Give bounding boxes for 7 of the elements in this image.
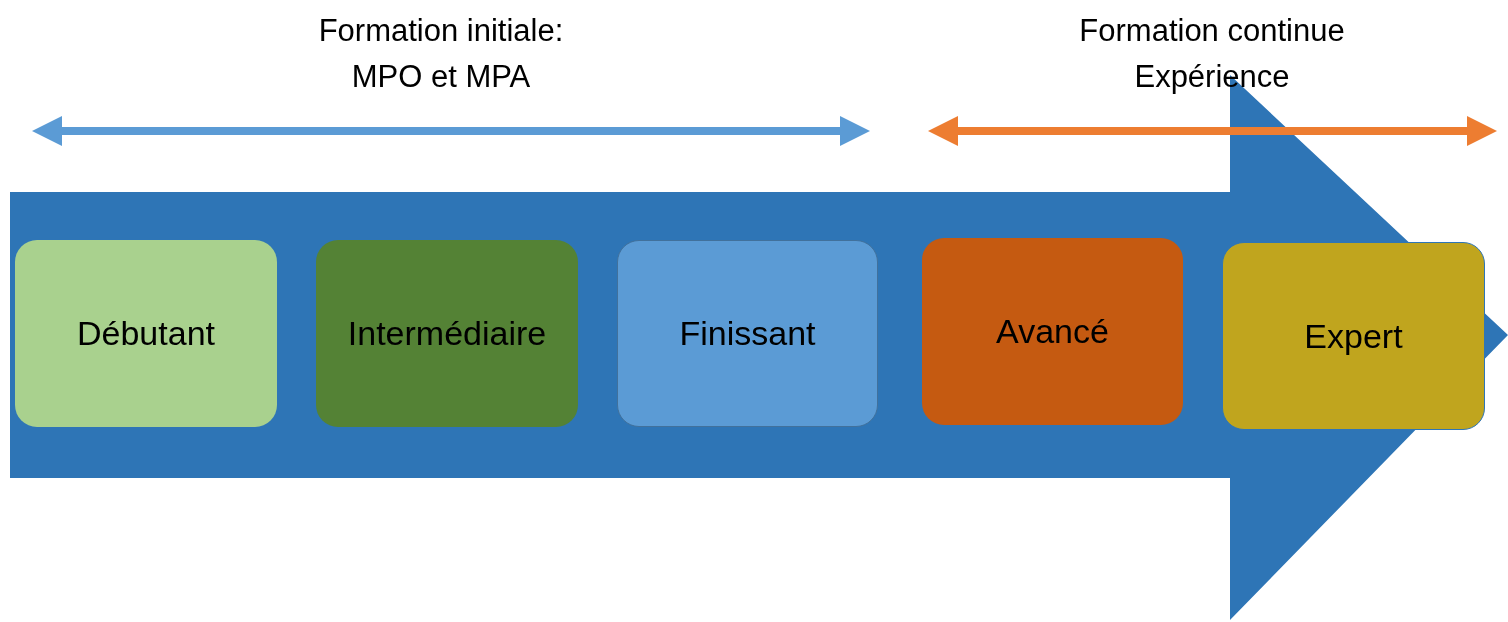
stage-box: Avancé: [922, 238, 1183, 425]
stage-box: Finissant: [617, 240, 878, 427]
range-label: Formation initiale: MPO et MPA: [317, 12, 565, 96]
range-label: Formation continue Expérience: [1078, 12, 1346, 96]
stage-box: Débutant: [15, 240, 277, 427]
stage-box: Intermédiaire: [316, 240, 578, 427]
stage-box: Expert: [1222, 242, 1485, 430]
